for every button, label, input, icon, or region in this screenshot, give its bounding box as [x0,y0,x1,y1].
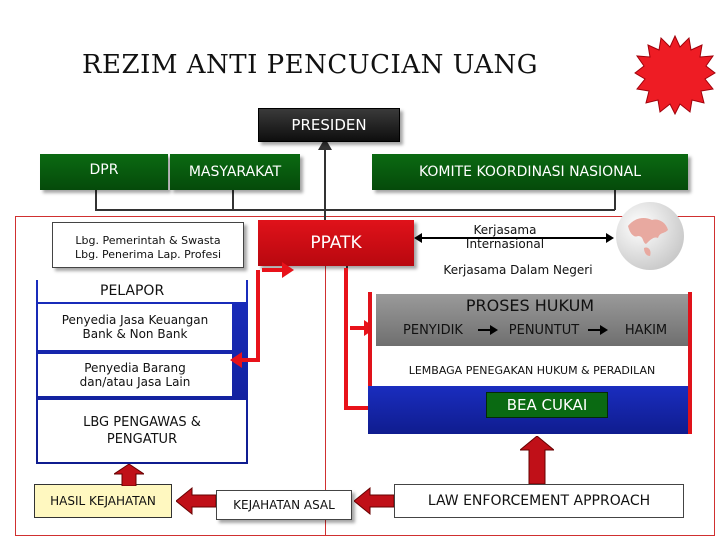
law-enforcement-box: LAW ENFORCEMENT APPROACH [394,484,684,518]
penyidik-label: PENYIDIK [403,322,463,338]
proses-hukum-gray [376,294,688,346]
penuntut-box: PENUNTUT [496,318,592,342]
pelapor-label: PELAPOR [100,283,165,299]
penyedia-keuangan-line1: Penyedia Jasa Keuangan [61,313,209,327]
block-arrow-up-icon [114,464,144,486]
hasil-kejahatan-box: HASIL KEJAHATAN [34,484,172,518]
arrow-up-icon [318,138,332,150]
komite-label: KOMITE KOORDINASI NASIONAL [418,164,642,180]
page-title: REZIM ANTI PENCUCIAN UANG [81,50,539,80]
outer-frame [15,216,715,536]
masyarakat-label: MASYARAKAT [188,164,282,180]
arrow-right-icon [282,262,294,278]
pelapor-header: PELAPOR [38,280,246,302]
kerjasama-intl-line1: Kerjasama [473,223,537,237]
connector-line [614,190,616,210]
connector-line [95,190,97,210]
penyedia-barang-box: Penyedia Barang dan/atau Jasa Lain [38,354,232,396]
kerjasama-internasional: Kerjasama Internasional [440,223,570,251]
red-connector [344,406,372,410]
block-arrow-left-icon [176,486,216,516]
connector-line [95,209,615,211]
arrow-right-icon [588,325,608,335]
block-arrow-up-icon [520,436,554,484]
dpr-box: DPR [40,154,168,190]
penyedia-keuangan-box: Penyedia Jasa Keuangan Bank & Non Bank [38,304,232,350]
lbg-pengawas-line1: LBG PENGAWAS & [83,415,201,430]
lbg-pemerintah-line1: Lbg. Pemerintah & Swasta [75,234,221,247]
bea-cukai-box: BEA CUKAI [486,392,608,418]
connector-line [232,190,234,210]
double-arrow-icon [414,233,614,243]
dpr-label: DPR [89,162,119,178]
lbg-pengawas-line2: PENGATUR [106,432,178,447]
proses-hukum-title: PROSES HUKUM [465,295,595,315]
law-enforcement-label: LAW ENFORCEMENT APPROACH [427,493,651,509]
ppatk-box: PPATK [258,220,414,266]
masyarakat-box: MASYARAKAT [170,154,300,190]
komite-box: KOMITE KOORDINASI NASIONAL [372,154,688,190]
block-arrow-left-icon [354,486,394,516]
hasil-kejahatan-label: HASIL KEJAHATAN [50,494,156,508]
penyedia-barang-line2: dan/atau Jasa Lain [79,375,191,389]
bea-cukai-label: BEA CUKAI [506,396,588,414]
hakim-box: HAKIM [608,318,684,342]
red-connector [262,268,288,272]
penuntut-label: PENUNTUT [508,322,580,338]
lbg-pemerintah-box: Lbg. Pemerintah & Swasta Lbg. Penerima L… [52,222,244,268]
red-connector [238,358,260,362]
red-connector [344,268,348,410]
red-connector [256,270,260,362]
arrow-left-icon [230,352,242,368]
hakim-label: HAKIM [624,322,668,338]
starburst-icon [634,34,716,116]
arrow-right-icon [478,325,498,335]
lbg-pengawas-box: LBG PENGAWAS & PENGATUR [38,400,246,462]
penyedia-barang-line1: Penyedia Barang [84,361,186,375]
connector-line [324,142,326,220]
kejahatan-asal-label: KEJAHATAN ASAL [233,498,335,512]
lbg-pemerintah-line2: Lbg. Penerima Lap. Profesi [74,248,222,261]
kerjasama-intl-line2: Internasional [465,237,545,251]
kejahatan-asal-box: KEJAHATAN ASAL [216,490,352,520]
globe-icon [616,202,684,270]
red-connector [350,326,372,330]
penyedia-keuangan-line2: Bank & Non Bank [82,327,188,341]
lembaga-label: LEMBAGA PENEGAKAN HUKUM & PERADILAN [408,363,656,377]
presiden-label: PRESIDEN [291,116,367,134]
kerjasama-dalam-negeri: Kerjasama Dalam Negeri [443,263,593,277]
center-divider [325,216,326,536]
presiden-box: PRESIDEN [258,108,400,142]
ppatk-label: PPATK [310,233,362,253]
penyidik-box: PENYIDIK [386,318,480,342]
